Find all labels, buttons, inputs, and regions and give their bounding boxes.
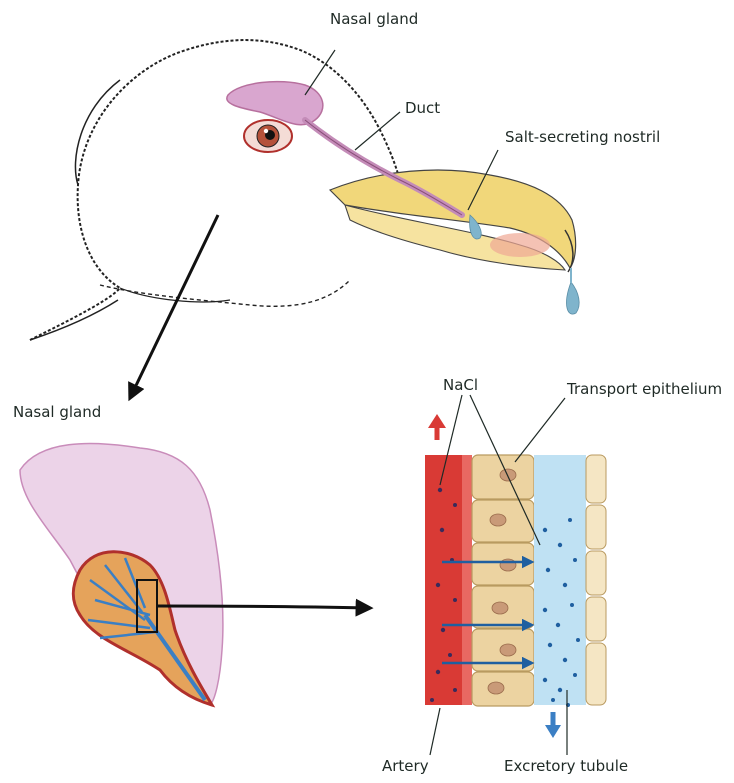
label-duct: Duct xyxy=(405,99,440,117)
label-nasal-gland-left: Nasal gland xyxy=(13,403,101,421)
nasal-gland-detail xyxy=(20,443,223,705)
label-salt-secreting-nostril: Salt-secreting nostril xyxy=(505,128,660,146)
label-transport-epithelium: Transport epithelium xyxy=(567,380,722,398)
label-excretory-tubule: Excretory tubule xyxy=(504,757,628,775)
epithelium-detail xyxy=(425,414,606,738)
bird-head-illustration xyxy=(30,40,579,340)
label-nacl: NaCl xyxy=(443,376,478,394)
label-artery: Artery xyxy=(382,757,429,775)
label-nasal-gland-top: Nasal gland xyxy=(330,10,418,28)
